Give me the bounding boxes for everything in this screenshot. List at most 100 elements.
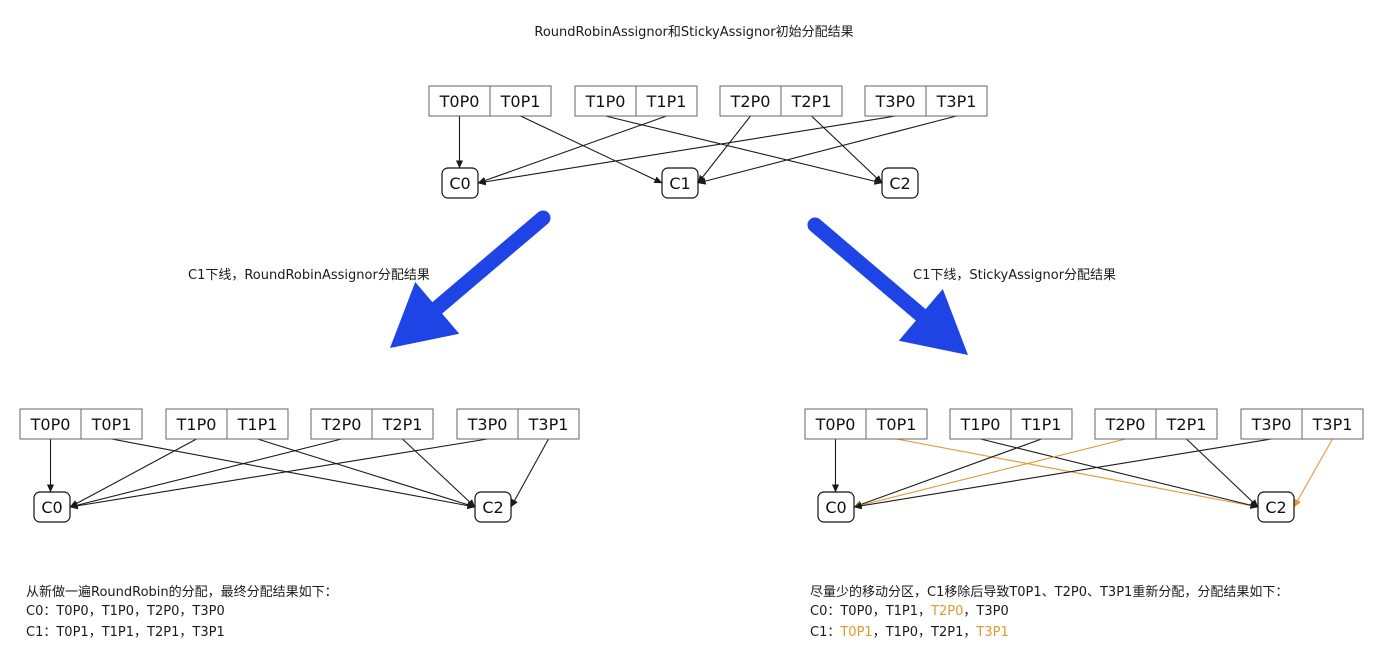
assignment-edge	[697, 115, 957, 185]
consumer-prefix: C1：	[810, 625, 841, 640]
partition-label: T0P1	[91, 415, 132, 434]
partition-label: T0P1	[876, 415, 917, 434]
partition-cell	[574, 85, 637, 117]
partition-item: T3P0	[192, 604, 225, 619]
partition-cell	[949, 408, 1012, 440]
partition-list: T0P0，T1P0，T2P0，T3P0	[56, 604, 224, 619]
partition-list: T0P1，T1P0，T2P1，T3P1	[840, 625, 1008, 640]
consumer-node	[661, 167, 699, 199]
partition-item: T1P1	[101, 625, 135, 640]
assignment-edge	[69, 438, 197, 508]
assignment-edge	[111, 438, 476, 510]
partition-label: T3P0	[875, 92, 916, 111]
assignment-edge	[896, 438, 1259, 510]
partition-item: T1P0	[101, 604, 135, 619]
list-separator: ，	[179, 625, 193, 640]
partition-item: T0P0	[56, 604, 89, 619]
assignment-edge	[477, 115, 667, 184]
roundrobin-result-c1: C1：T0P1，T1P1，T2P1，T3P1	[26, 625, 225, 641]
partition-cell	[804, 408, 867, 440]
partition-cell	[780, 85, 843, 117]
list-separator: ，	[872, 604, 886, 619]
partition-label: T0P1	[500, 92, 541, 111]
sticky-result-c1: C1：T0P1，T1P0，T2P1，T3P1	[810, 625, 1009, 641]
partition-list: T0P1，T1P1，T2P1，T3P1	[56, 625, 224, 640]
partition-label: T0P0	[815, 415, 856, 434]
partition-cell	[1240, 408, 1303, 440]
roundrobin-result-heading: 从新做一遍RoundRobin的分配，最终分配结果如下：	[26, 585, 338, 600]
consumer-label: C1	[669, 174, 690, 193]
partition-item: T0P1	[840, 625, 873, 640]
assignment-edge	[69, 438, 342, 509]
partition-item: T3P1	[192, 625, 225, 640]
assignment-edge	[1293, 438, 1333, 508]
consumer-node	[441, 167, 479, 199]
partition-item: T0P0	[840, 604, 873, 619]
partition-label: T1P0	[585, 92, 626, 111]
assignment-edge	[69, 438, 488, 510]
assignment-edge	[477, 115, 896, 186]
list-separator: ，	[88, 604, 102, 619]
consumer-prefix: C0：	[26, 604, 57, 619]
assignment-edge	[510, 438, 549, 508]
partition-item: T1P1	[885, 604, 919, 619]
partition-cell	[925, 85, 988, 117]
partition-cell	[226, 408, 289, 440]
assignment-edge	[980, 438, 1259, 509]
partition-cell	[1155, 408, 1218, 440]
list-separator: ，	[88, 625, 102, 640]
partition-cell	[371, 408, 434, 440]
diagram-title: RoundRobinAssignor和StickyAssignor初始分配结果	[534, 25, 854, 40]
partition-cell	[1301, 408, 1364, 440]
left-transition-label: C1下线，RoundRobinAssignor分配结果	[188, 268, 430, 283]
partition-label: T3P0	[1251, 415, 1292, 434]
partition-label: T2P1	[791, 92, 832, 111]
list-separator: ，	[134, 625, 148, 640]
partition-item: T2P1	[931, 625, 964, 640]
partition-cell	[165, 408, 228, 440]
partition-label: T1P1	[237, 415, 278, 434]
assignment-edge	[853, 438, 1042, 508]
list-separator: ，	[963, 625, 977, 640]
partition-label: T0P0	[439, 92, 480, 111]
consumer-node	[881, 167, 919, 199]
partition-label: T3P1	[936, 92, 977, 111]
partition-item: T1P0	[885, 625, 919, 640]
partition-label: T1P0	[176, 415, 217, 434]
partition-item: T3P1	[976, 625, 1009, 640]
partition-label: T1P1	[1021, 415, 1062, 434]
assignment-edge	[811, 115, 883, 184]
consumer-label: C2	[889, 174, 910, 193]
consumer-node	[1257, 491, 1295, 523]
list-separator: ，	[872, 625, 886, 640]
partition-item: T2P0	[931, 604, 964, 619]
list-separator: ，	[918, 625, 932, 640]
partition-cell	[865, 408, 928, 440]
partition-label: T1P1	[646, 92, 687, 111]
consumer-label: C0	[41, 498, 62, 517]
partition-item: T2P1	[147, 625, 180, 640]
partition-cell	[719, 85, 782, 117]
partition-cell	[456, 408, 519, 440]
partition-cell	[864, 85, 927, 117]
partition-list: T0P0，T1P1，T2P0，T3P0	[840, 604, 1008, 619]
partition-cell	[1010, 408, 1073, 440]
consumer-label: C0	[449, 174, 470, 193]
left-transition-arrow	[390, 210, 551, 348]
assignment-edge	[257, 438, 476, 509]
partition-item: T3P0	[976, 604, 1009, 619]
partition-cell	[517, 408, 580, 440]
consumer-node	[817, 491, 855, 523]
list-separator: ，	[134, 604, 148, 619]
partition-cell	[80, 408, 143, 440]
consumer-node	[474, 491, 512, 523]
partition-label: T2P0	[1105, 415, 1146, 434]
partition-label: T3P1	[1312, 415, 1353, 434]
partition-label: T2P0	[321, 415, 362, 434]
assignment-edge	[1186, 438, 1259, 508]
partition-item: T0P1	[56, 625, 89, 640]
